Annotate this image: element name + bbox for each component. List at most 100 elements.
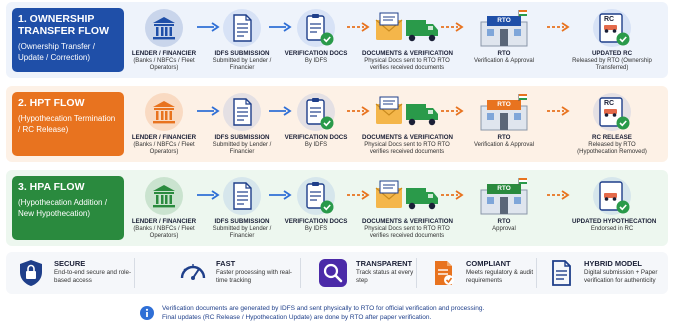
flow-step: LENDER / FINANCIER(Banks / NBFCs / Fleet…	[124, 8, 204, 73]
rto-building-icon: RTO	[477, 92, 531, 132]
step-title: IDFS SUBMISSION	[214, 218, 270, 225]
step-title: DOCUMENTS & VERIFICATION	[362, 218, 453, 225]
info-note: Verification documents are generated by …	[140, 302, 580, 326]
document-icon	[222, 8, 262, 48]
rto-sign-label: RTO	[497, 101, 511, 108]
feature-title: HYBRID MODEL	[584, 259, 642, 268]
feature-desc: Digital submission + Paper verification …	[584, 269, 668, 284]
step-desc: Physical Docs sent to RTO RTO verifies r…	[364, 57, 450, 72]
document-icon	[222, 176, 262, 216]
info-icon	[140, 306, 154, 320]
rc-card-icon: RC	[592, 92, 632, 132]
arrow-right-icon	[197, 106, 220, 116]
step-title: VERIFICATION DOCS	[284, 218, 348, 225]
step-desc: (Banks / NBFCs / Fleet Operators)	[133, 141, 195, 156]
arrow-right-icon	[269, 22, 292, 32]
dashed-arrow-icon	[441, 106, 464, 116]
dashed-arrow-icon	[441, 190, 464, 200]
arrow-right-icon	[197, 22, 220, 32]
dashed-arrow-icon	[547, 106, 570, 116]
step-title: IDFS SUBMISSION	[214, 134, 270, 141]
rc-card-label: RC	[604, 16, 615, 23]
feature-title: COMPLIANT	[466, 259, 511, 268]
feature-desc-text: End-to-end secure and role-based access	[54, 269, 132, 284]
step-desc: Verification & Approval	[473, 57, 535, 64]
step-desc: By IDFS	[304, 141, 328, 148]
step-desc: Physical Docs sent to RTO RTO verifies r…	[364, 225, 450, 240]
divider	[416, 258, 417, 288]
step-desc: Released by RTO (Hypothecation Removed)	[577, 141, 647, 156]
envelope-truck-icon	[374, 8, 440, 48]
step-title: UPDATED RC	[591, 50, 633, 57]
flow-step: LENDER / FINANCIER(Banks / NBFCs / Fleet…	[124, 176, 204, 241]
document-icon	[222, 92, 262, 132]
step-desc: Physical Docs sent to RTO RTO verifies r…	[364, 141, 450, 156]
divider	[536, 258, 537, 288]
rc-card-label: RC	[604, 100, 615, 107]
flow-row-1: 1. OWNERSHIP TRANSFER FLOW(Ownership Tra…	[6, 2, 668, 78]
step-title: UPDATED HYPOTHECATION	[572, 218, 657, 225]
feature-desc-text: Meets regulatory & audit requirements	[466, 269, 534, 284]
flow-label: 1. OWNERSHIP TRANSFER FLOW(Ownership Tra…	[12, 8, 124, 72]
step-desc: (Banks / NBFCs / Fleet Operators)	[133, 57, 195, 72]
document-icon	[552, 260, 571, 286]
bank-icon	[144, 176, 184, 216]
arrow-right-icon	[197, 190, 220, 200]
rc-card-icon: RC	[592, 8, 632, 48]
feature-desc: Meets regulatory & audit requirements	[466, 269, 542, 284]
step-title: LENDER / FINANCIER	[131, 218, 197, 225]
clipboard-check-icon	[296, 8, 336, 48]
step-title: DOCUMENTS & VERIFICATION	[362, 50, 453, 57]
flow-row-2: 2. HPT FLOW(Hypothecation Termination / …	[6, 86, 668, 162]
step-desc: By IDFS	[304, 225, 328, 232]
step-desc: Submitted by Lender / Financier	[212, 225, 272, 240]
step-desc: Approval	[492, 225, 516, 232]
arrow-right-icon	[269, 190, 292, 200]
checklist-icon	[435, 261, 454, 285]
flow-subtitle: (Ownership Transfer / Update / Correctio…	[18, 42, 95, 62]
flow-subtitle: (Hypothecation Addition / New Hypothecat…	[18, 198, 107, 218]
divider	[300, 258, 301, 288]
clipboard-check-icon	[296, 176, 336, 216]
step-title: DOCUMENTS & VERIFICATION	[362, 134, 453, 141]
step-title: RC RELEASE	[592, 134, 632, 141]
dashed-arrow-icon	[547, 190, 570, 200]
dashed-arrow-icon	[347, 22, 370, 32]
dashed-arrow-icon	[441, 22, 464, 32]
step-title: LENDER / FINANCIER	[131, 50, 197, 57]
step-title: VERIFICATION DOCS	[284, 50, 348, 57]
envelope-truck-icon	[374, 92, 440, 132]
feature-desc: Faster processing with real-time trackin…	[216, 269, 296, 284]
flow-label: 3. HPA FLOW (Hypothecation Addition / New…	[12, 176, 124, 240]
step-title: RTO	[497, 134, 511, 141]
step-desc: Endorsed in RC	[590, 225, 634, 232]
rc-card-icon	[592, 176, 632, 216]
flow-title: 3. HPA FLOW	[18, 181, 85, 193]
features-bar: SECURE End-to-end secure and role-based …	[6, 252, 668, 294]
step-desc: (Banks / NBFCs / Fleet Operators)	[133, 225, 195, 240]
lock-icon	[20, 260, 42, 286]
rto-sign-label: RTO	[497, 185, 511, 192]
bank-icon	[144, 92, 184, 132]
dashed-arrow-icon	[347, 190, 370, 200]
step-desc: Released by RTO (Ownership Transferred)	[572, 57, 652, 72]
clipboard-check-icon	[296, 92, 336, 132]
info-line-2: Final updates (RC Release / Hypothecatio…	[162, 314, 432, 321]
rto-building-icon: RTO	[477, 8, 531, 48]
dashed-arrow-icon	[347, 106, 370, 116]
step-desc: By IDFS	[304, 57, 328, 64]
bank-icon	[144, 8, 184, 48]
